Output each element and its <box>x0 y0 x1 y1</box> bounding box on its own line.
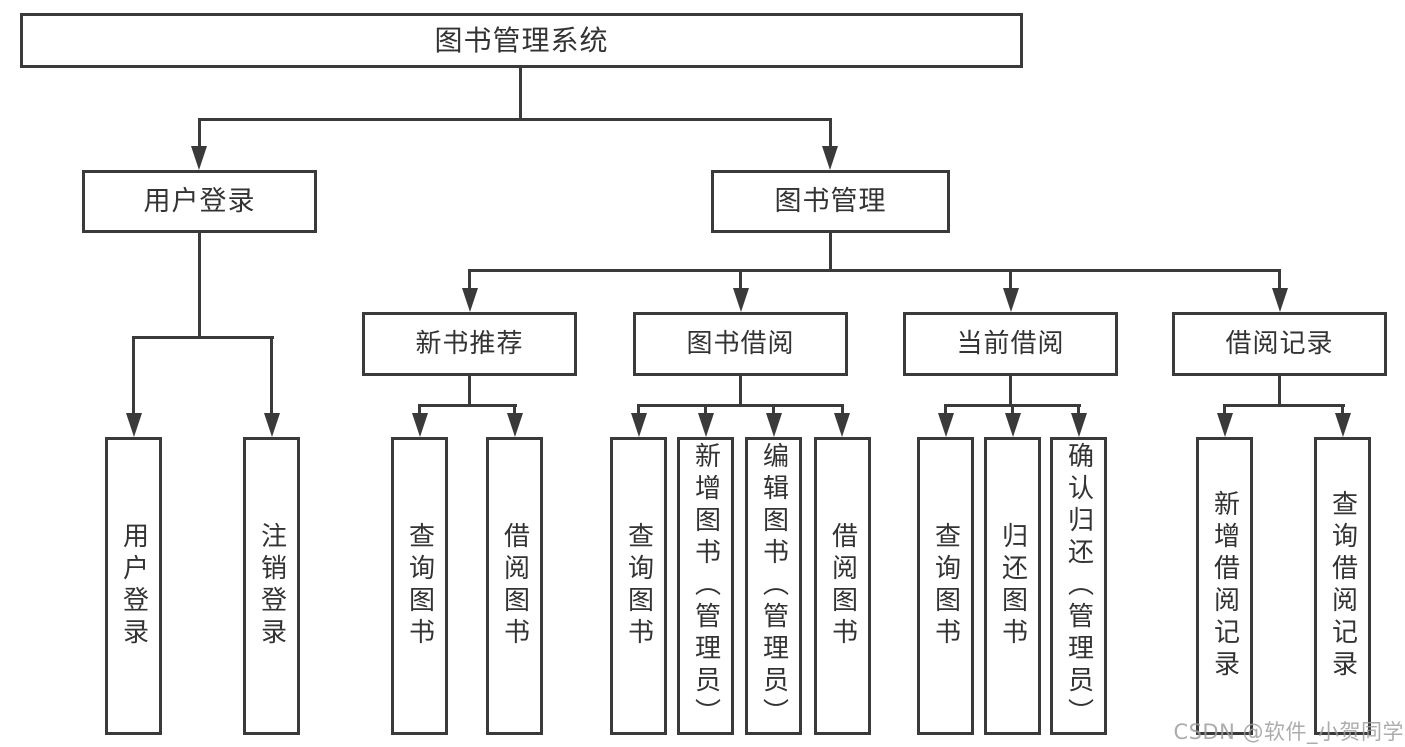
connector-line <box>1223 404 1345 407</box>
connector-line <box>468 376 471 407</box>
node-leaf-return-book: 归还图书 <box>984 437 1041 735</box>
connector-line <box>704 404 707 415</box>
node-current-borrow: 当前借阅 <box>903 312 1118 376</box>
arrowhead-down-icon <box>733 288 749 312</box>
connector-line <box>198 233 201 339</box>
connector-line <box>1223 404 1226 415</box>
arrowhead-down-icon <box>1335 413 1351 437</box>
connector-line <box>1278 269 1281 290</box>
connector-line <box>1278 376 1281 407</box>
connector-line <box>944 404 947 415</box>
connector-line <box>739 376 742 407</box>
connector-line <box>519 68 522 121</box>
connector-line <box>829 233 832 272</box>
node-leaf-confirm-return-admin: 确认归还（管理员） <box>1050 437 1107 735</box>
arrowhead-down-icon <box>264 413 280 437</box>
node-user-login: 用户登录 <box>82 170 317 233</box>
connector-line <box>270 336 273 415</box>
connector-line <box>418 404 421 415</box>
connector-line <box>418 404 517 407</box>
connector-line <box>829 118 832 148</box>
node-leaf-query-book-cb: 查询图书 <box>917 437 974 735</box>
connector-line <box>132 336 274 339</box>
arrowhead-down-icon <box>1005 413 1021 437</box>
connector-line <box>1077 404 1080 415</box>
node-root: 图书管理系统 <box>20 13 1023 68</box>
connector-line <box>513 404 516 415</box>
connector-line <box>637 404 640 415</box>
connector-line <box>739 269 742 290</box>
node-leaf-user-login: 用户登录 <box>105 437 162 735</box>
arrowhead-down-icon <box>1217 413 1233 437</box>
arrowhead-down-icon <box>822 146 838 170</box>
arrowhead-down-icon <box>462 288 478 312</box>
arrowhead-down-icon <box>698 413 714 437</box>
node-leaf-borrow-book-bb: 借阅图书 <box>814 437 871 735</box>
node-leaf-query-book-rec: 查询图书 <box>391 437 448 735</box>
node-leaf-query-borrow-record: 查询借阅记录 <box>1314 437 1371 735</box>
node-leaf-logout: 注销登录 <box>243 437 300 735</box>
connector-line <box>198 118 832 121</box>
arrowhead-down-icon <box>1003 288 1019 312</box>
arrowhead-down-icon <box>766 413 782 437</box>
arrowhead-down-icon <box>412 413 428 437</box>
csdn-watermark: CSDN @软件_小贺同学 <box>1173 720 1404 744</box>
connector-line <box>468 269 471 290</box>
arrowhead-down-icon <box>126 413 142 437</box>
arrowhead-down-icon <box>938 413 954 437</box>
arrowhead-down-icon <box>191 146 207 170</box>
node-leaf-add-borrow-record: 新增借阅记录 <box>1196 437 1253 735</box>
node-leaf-borrow-book-rec: 借阅图书 <box>486 437 543 735</box>
connector-line <box>637 404 844 407</box>
connector-line <box>1011 404 1014 415</box>
connector-line <box>841 404 844 415</box>
node-book-management: 图书管理 <box>711 170 950 233</box>
connector-line <box>1009 269 1012 290</box>
arrowhead-down-icon <box>1071 413 1087 437</box>
node-leaf-query-book-bb: 查询图书 <box>610 437 667 735</box>
node-leaf-add-book-admin: 新增图书（管理员） <box>677 437 734 735</box>
connector-line <box>1009 376 1012 407</box>
node-book-borrow: 图书借阅 <box>633 312 848 376</box>
node-borrow-record: 借阅记录 <box>1172 312 1387 376</box>
arrowhead-down-icon <box>834 413 850 437</box>
connector-line <box>1341 404 1344 415</box>
connector-line <box>468 269 1281 272</box>
node-new-book-recommend: 新书推荐 <box>362 312 577 376</box>
node-leaf-edit-book-admin: 编辑图书（管理员） <box>745 437 802 735</box>
connector-line <box>772 404 775 415</box>
connector-line <box>198 118 201 148</box>
arrowhead-down-icon <box>1272 288 1288 312</box>
connector-line <box>132 336 135 415</box>
arrowhead-down-icon <box>631 413 647 437</box>
arrowhead-down-icon <box>507 413 523 437</box>
